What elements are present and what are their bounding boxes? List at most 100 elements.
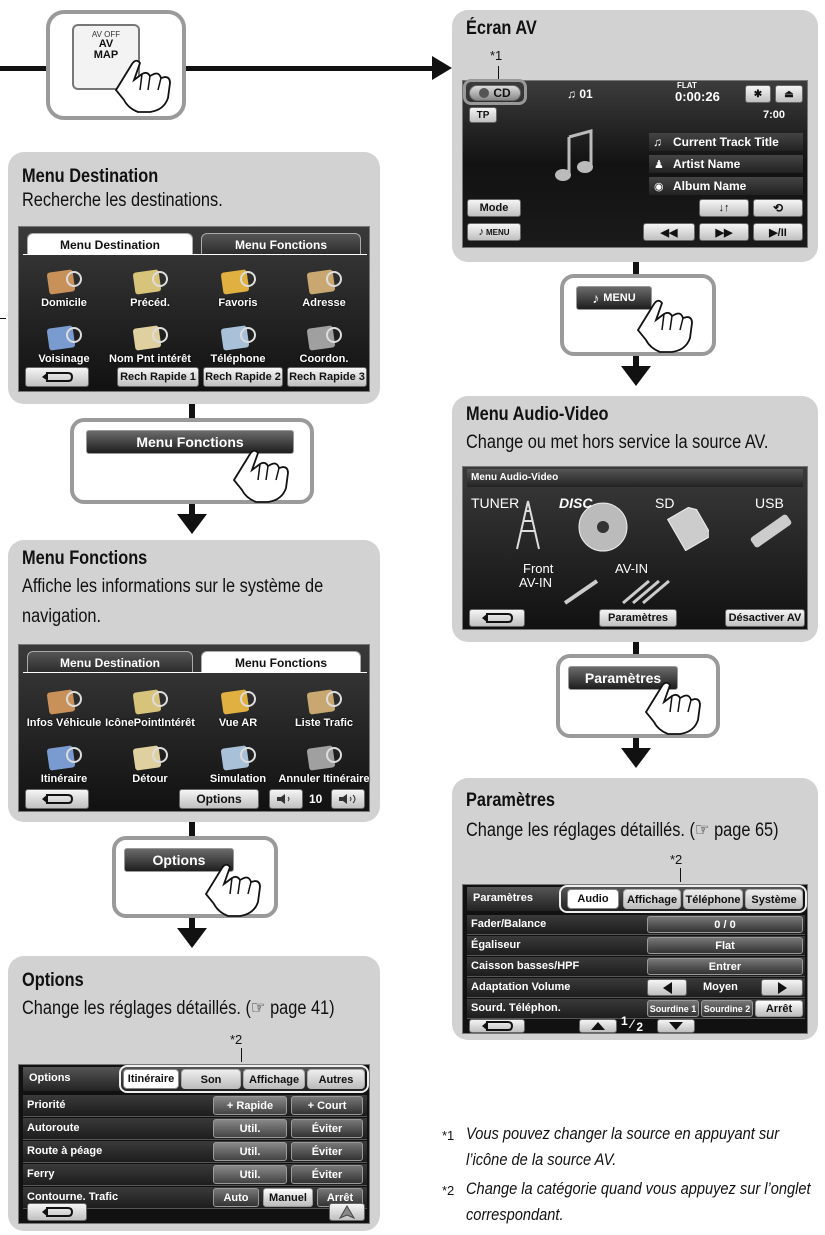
quick-search-3-button[interactable]: Rech Rapide 3 xyxy=(287,367,367,387)
quick-search-2-button[interactable]: Rech Rapide 2 xyxy=(203,367,283,387)
tab-itineraire[interactable]: Itinéraire xyxy=(123,1069,179,1089)
previous-button[interactable]: ◀◀ xyxy=(643,223,695,241)
back-button[interactable] xyxy=(469,1019,525,1033)
fonction-item[interactable]: Itinéraire xyxy=(23,731,105,785)
volume-down-button[interactable] xyxy=(269,789,303,809)
volume-up-button[interactable] xyxy=(331,789,365,809)
destination-item[interactable]: Coordon. xyxy=(283,311,365,365)
shuffle-button[interactable]: ↓↑ xyxy=(699,199,749,217)
back-button[interactable] xyxy=(469,609,525,627)
source-sd[interactable]: SD xyxy=(641,493,721,553)
fader-balance-button[interactable]: 0 / 0 xyxy=(647,916,803,933)
fonction-item[interactable]: Vue AR xyxy=(197,675,279,729)
row-label: Sourd. Téléphon. xyxy=(471,1002,561,1014)
caisson-button[interactable]: Entrer xyxy=(647,958,803,975)
tab-systeme[interactable]: Système xyxy=(745,889,803,909)
next-button[interactable]: ▶▶ xyxy=(699,223,749,241)
flow-line-fonctions-to-options xyxy=(189,822,195,836)
menu-highlight-button[interactable]: ♪MENU xyxy=(576,286,652,310)
fonction-item[interactable]: Liste Trafic xyxy=(283,675,365,729)
quick-search-1-button[interactable]: Rech Rapide 1 xyxy=(117,367,199,387)
param-row-caisson: Caisson basses/HPF Entrer xyxy=(467,957,805,977)
row-label: Priorité xyxy=(27,1099,66,1111)
desactiver-av-button[interactable]: Désactiver AV xyxy=(725,609,805,627)
tab-audio[interactable]: Audio xyxy=(567,889,619,909)
navigation-arrow-button[interactable] xyxy=(329,1203,365,1221)
tab-menu-destination[interactable]: Menu Destination xyxy=(27,651,193,673)
options-button[interactable]: Options xyxy=(179,789,259,809)
back-button[interactable] xyxy=(25,367,89,387)
tab-affichage[interactable]: Affichage xyxy=(623,889,681,909)
destination-item[interactable]: Adresse xyxy=(283,255,365,309)
fonction-item[interactable]: Annuler Itinéraire xyxy=(278,731,370,785)
source-disc-label: DISC xyxy=(559,495,593,511)
destination-item[interactable]: Favoris xyxy=(197,255,279,309)
fonction-label: Itinéraire xyxy=(40,773,88,785)
fonction-item[interactable]: Infos Véhicule xyxy=(23,675,105,729)
destination-item[interactable]: Précéd. xyxy=(109,255,191,309)
court-button[interactable]: + Court xyxy=(291,1096,363,1115)
sourdine-1-button[interactable]: Sourdine 1 xyxy=(647,1000,699,1017)
options-highlight-button[interactable]: Options xyxy=(124,848,234,872)
av-map-button[interactable]: AV OFF AV MAP xyxy=(72,24,140,90)
parametres-note-line xyxy=(680,868,681,882)
play-pause-button[interactable]: ▶/II xyxy=(753,223,803,241)
manuel-button[interactable]: Manuel xyxy=(263,1188,313,1207)
bluetooth-button[interactable]: ✱ xyxy=(745,85,771,103)
tab-affichage[interactable]: Affichage xyxy=(243,1069,305,1089)
menu-fonctions-callout: Menu Fonctions xyxy=(70,418,314,504)
destination-icon xyxy=(46,269,82,295)
eviter-button[interactable]: Éviter xyxy=(291,1119,363,1138)
parametres-button[interactable]: Paramètres xyxy=(599,609,677,627)
rapide-button[interactable]: + Rapide xyxy=(213,1096,287,1115)
arret-button[interactable]: Arrêt xyxy=(755,1000,803,1017)
util-button[interactable]: Util. xyxy=(213,1119,287,1138)
eviter-button[interactable]: Éviter xyxy=(291,1165,363,1184)
back-button[interactable] xyxy=(25,789,89,809)
source-disc[interactable]: DISC xyxy=(553,493,633,553)
source-av-in[interactable]: AV-IN xyxy=(613,561,703,605)
egaliseur-button[interactable]: Flat xyxy=(647,937,803,954)
back-button[interactable] xyxy=(27,1203,87,1221)
fonction-item[interactable]: IcônePointIntérêt xyxy=(105,675,195,729)
destination-item[interactable]: Voisinage xyxy=(23,311,105,365)
repeat-button[interactable]: ⟲ xyxy=(753,199,803,217)
tab-autres[interactable]: Autres xyxy=(307,1069,365,1089)
option-row-peage: Route à péage Util. Éviter xyxy=(23,1141,367,1163)
source-tuner[interactable]: TUNER xyxy=(467,493,547,553)
tp-button[interactable]: TP xyxy=(469,107,497,123)
fonction-item[interactable]: Détour xyxy=(109,731,191,785)
decrease-button[interactable] xyxy=(647,979,687,996)
tab-menu-fonctions[interactable]: Menu Fonctions xyxy=(201,233,361,255)
eject-button[interactable]: ⏏ xyxy=(775,85,803,103)
auto-button[interactable]: Auto xyxy=(213,1188,259,1207)
fonction-icon xyxy=(306,689,342,715)
page-up-button[interactable] xyxy=(579,1019,617,1033)
menu-button[interactable]: ♪MENU xyxy=(467,223,521,241)
fonction-item[interactable]: Simulation xyxy=(197,731,279,785)
eviter-button[interactable]: Éviter xyxy=(291,1142,363,1161)
destination-item[interactable]: Téléphone xyxy=(197,311,279,365)
tab-telephone[interactable]: Téléphone xyxy=(683,889,743,909)
av-off-label: AV OFF xyxy=(91,30,121,39)
tab-son[interactable]: Son xyxy=(181,1069,241,1089)
tab-menu-fonctions[interactable]: Menu Fonctions xyxy=(201,651,361,673)
parametres-highlight-button[interactable]: Paramètres xyxy=(568,666,678,690)
mode-button[interactable]: Mode xyxy=(467,199,521,217)
av-map-callout: AV OFF AV MAP xyxy=(46,10,186,120)
source-usb[interactable]: USB xyxy=(725,493,805,553)
increase-button[interactable] xyxy=(761,979,803,996)
destination-icon xyxy=(306,325,342,351)
menu-fonctions-button[interactable]: Menu Fonctions xyxy=(86,430,294,454)
page-down-button[interactable] xyxy=(657,1019,695,1033)
back-arrow-icon xyxy=(42,794,74,804)
destination-item[interactable]: Nom Pnt intérêt xyxy=(109,311,191,365)
source-cd-button[interactable]: CD xyxy=(469,85,521,101)
util-button[interactable]: Util. xyxy=(213,1165,287,1184)
tab-menu-destination[interactable]: Menu Destination xyxy=(27,233,193,255)
sourdine-2-button[interactable]: Sourdine 2 xyxy=(701,1000,753,1017)
pointing-hand-icon xyxy=(644,681,701,735)
util-button[interactable]: Util. xyxy=(213,1142,287,1161)
destination-item[interactable]: Domicile xyxy=(23,255,105,309)
